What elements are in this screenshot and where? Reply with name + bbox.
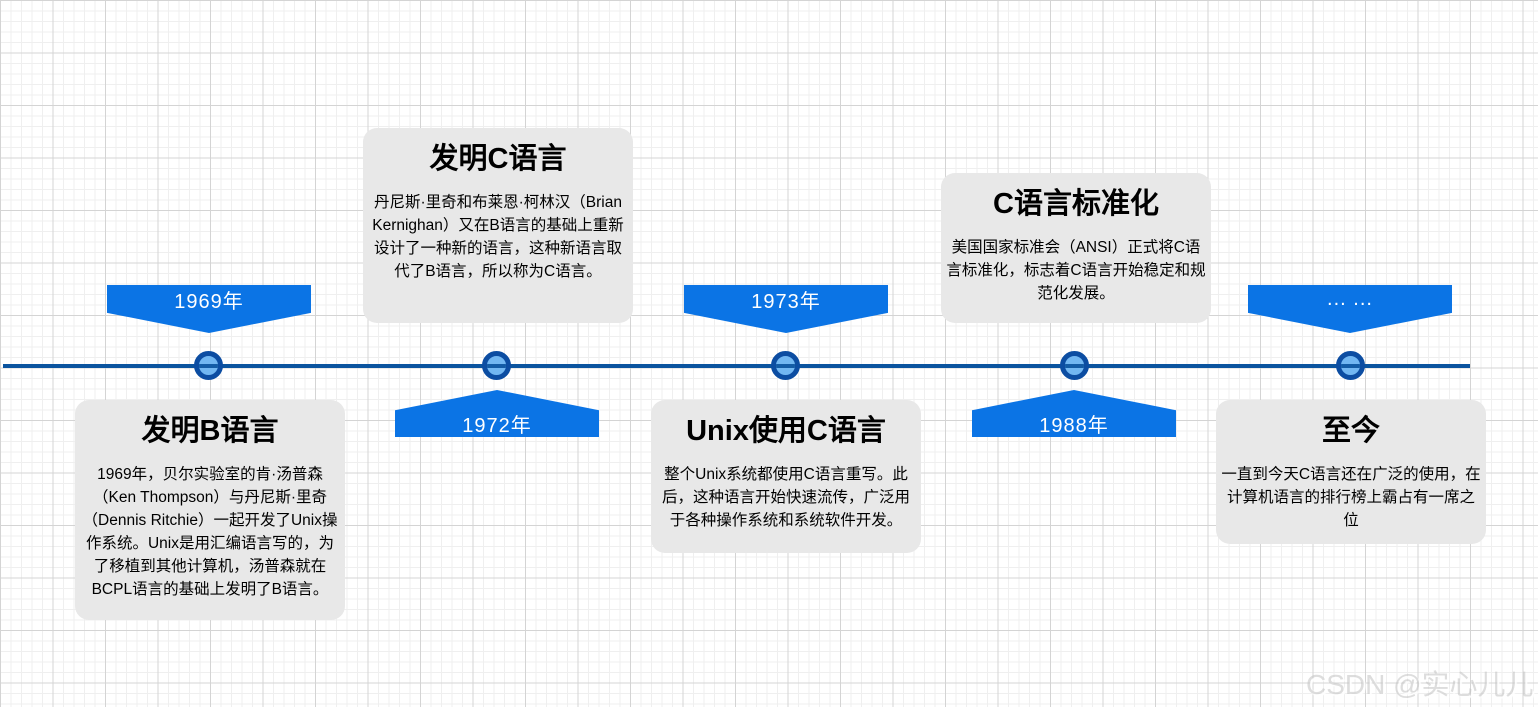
event-card-unix-c: Unix使用C语言 整个Unix系统都使用C语言重写。此后，这种语言开始快速流传…: [651, 400, 921, 553]
card-body: 丹尼斯·里奇和布莱恩·柯林汉（Brian Kernighan）又在B语言的基础上…: [372, 194, 624, 280]
timeline-node-1973: [771, 351, 800, 380]
card-body: 一直到今天C语言还在广泛的使用，在计算机语言的排行榜上霸占有一席之位: [1221, 466, 1481, 529]
year-flag-future: ... ...: [1248, 285, 1452, 333]
year-flag-label: 1973年: [751, 290, 821, 313]
card-title: C语言标准化: [993, 188, 1159, 220]
card-title: Unix使用C语言: [686, 415, 886, 447]
card-body: 1969年，贝尔实验室的肯·汤普森（Ken Thompson）与丹尼斯·里奇（D…: [82, 466, 338, 598]
timeline-node-1972: [482, 351, 511, 380]
timeline-line: [3, 364, 1470, 368]
year-flag-1973: 1973年: [684, 285, 888, 333]
year-flag-label: ... ...: [1327, 287, 1373, 310]
card-body: 美国国家标准会（ANSI）正式将C语言标准化，标志着C语言开始稳定和规范化发展。: [946, 239, 1206, 302]
year-flag-1969: 1969年: [107, 285, 311, 333]
timeline-node-1988: [1060, 351, 1089, 380]
event-card-c-standard: C语言标准化 美国国家标准会（ANSI）正式将C语言标准化，标志着C语言开始稳定…: [941, 173, 1211, 323]
watermark: CSDN @实心儿儿: [1306, 669, 1534, 700]
year-flag-1988: 1988年: [972, 390, 1176, 437]
year-flag-1972: 1972年: [395, 390, 599, 437]
timeline-node-future: [1336, 351, 1365, 380]
card-body: 整个Unix系统都使用C语言重写。此后，这种语言开始快速流传，广泛用于各种操作系…: [661, 466, 910, 529]
event-card-invent-c: 发明C语言 丹尼斯·里奇和布莱恩·柯林汉（Brian Kernighan）又在B…: [363, 128, 633, 323]
year-flag-label: 1969年: [174, 290, 244, 313]
card-title: 发明C语言: [429, 143, 567, 175]
event-card-today: 至今 一直到今天C语言还在广泛的使用，在计算机语言的排行榜上霸占有一席之位: [1216, 400, 1486, 544]
card-title: 发明B语言: [141, 415, 279, 447]
event-card-invent-b: 发明B语言 1969年，贝尔实验室的肯·汤普森（Ken Thompson）与丹尼…: [75, 400, 345, 620]
year-flag-label: 1972年: [462, 415, 532, 437]
year-flag-label: 1988年: [1039, 415, 1109, 437]
timeline-node-1969: [194, 351, 223, 380]
card-title: 至今: [1321, 415, 1380, 447]
